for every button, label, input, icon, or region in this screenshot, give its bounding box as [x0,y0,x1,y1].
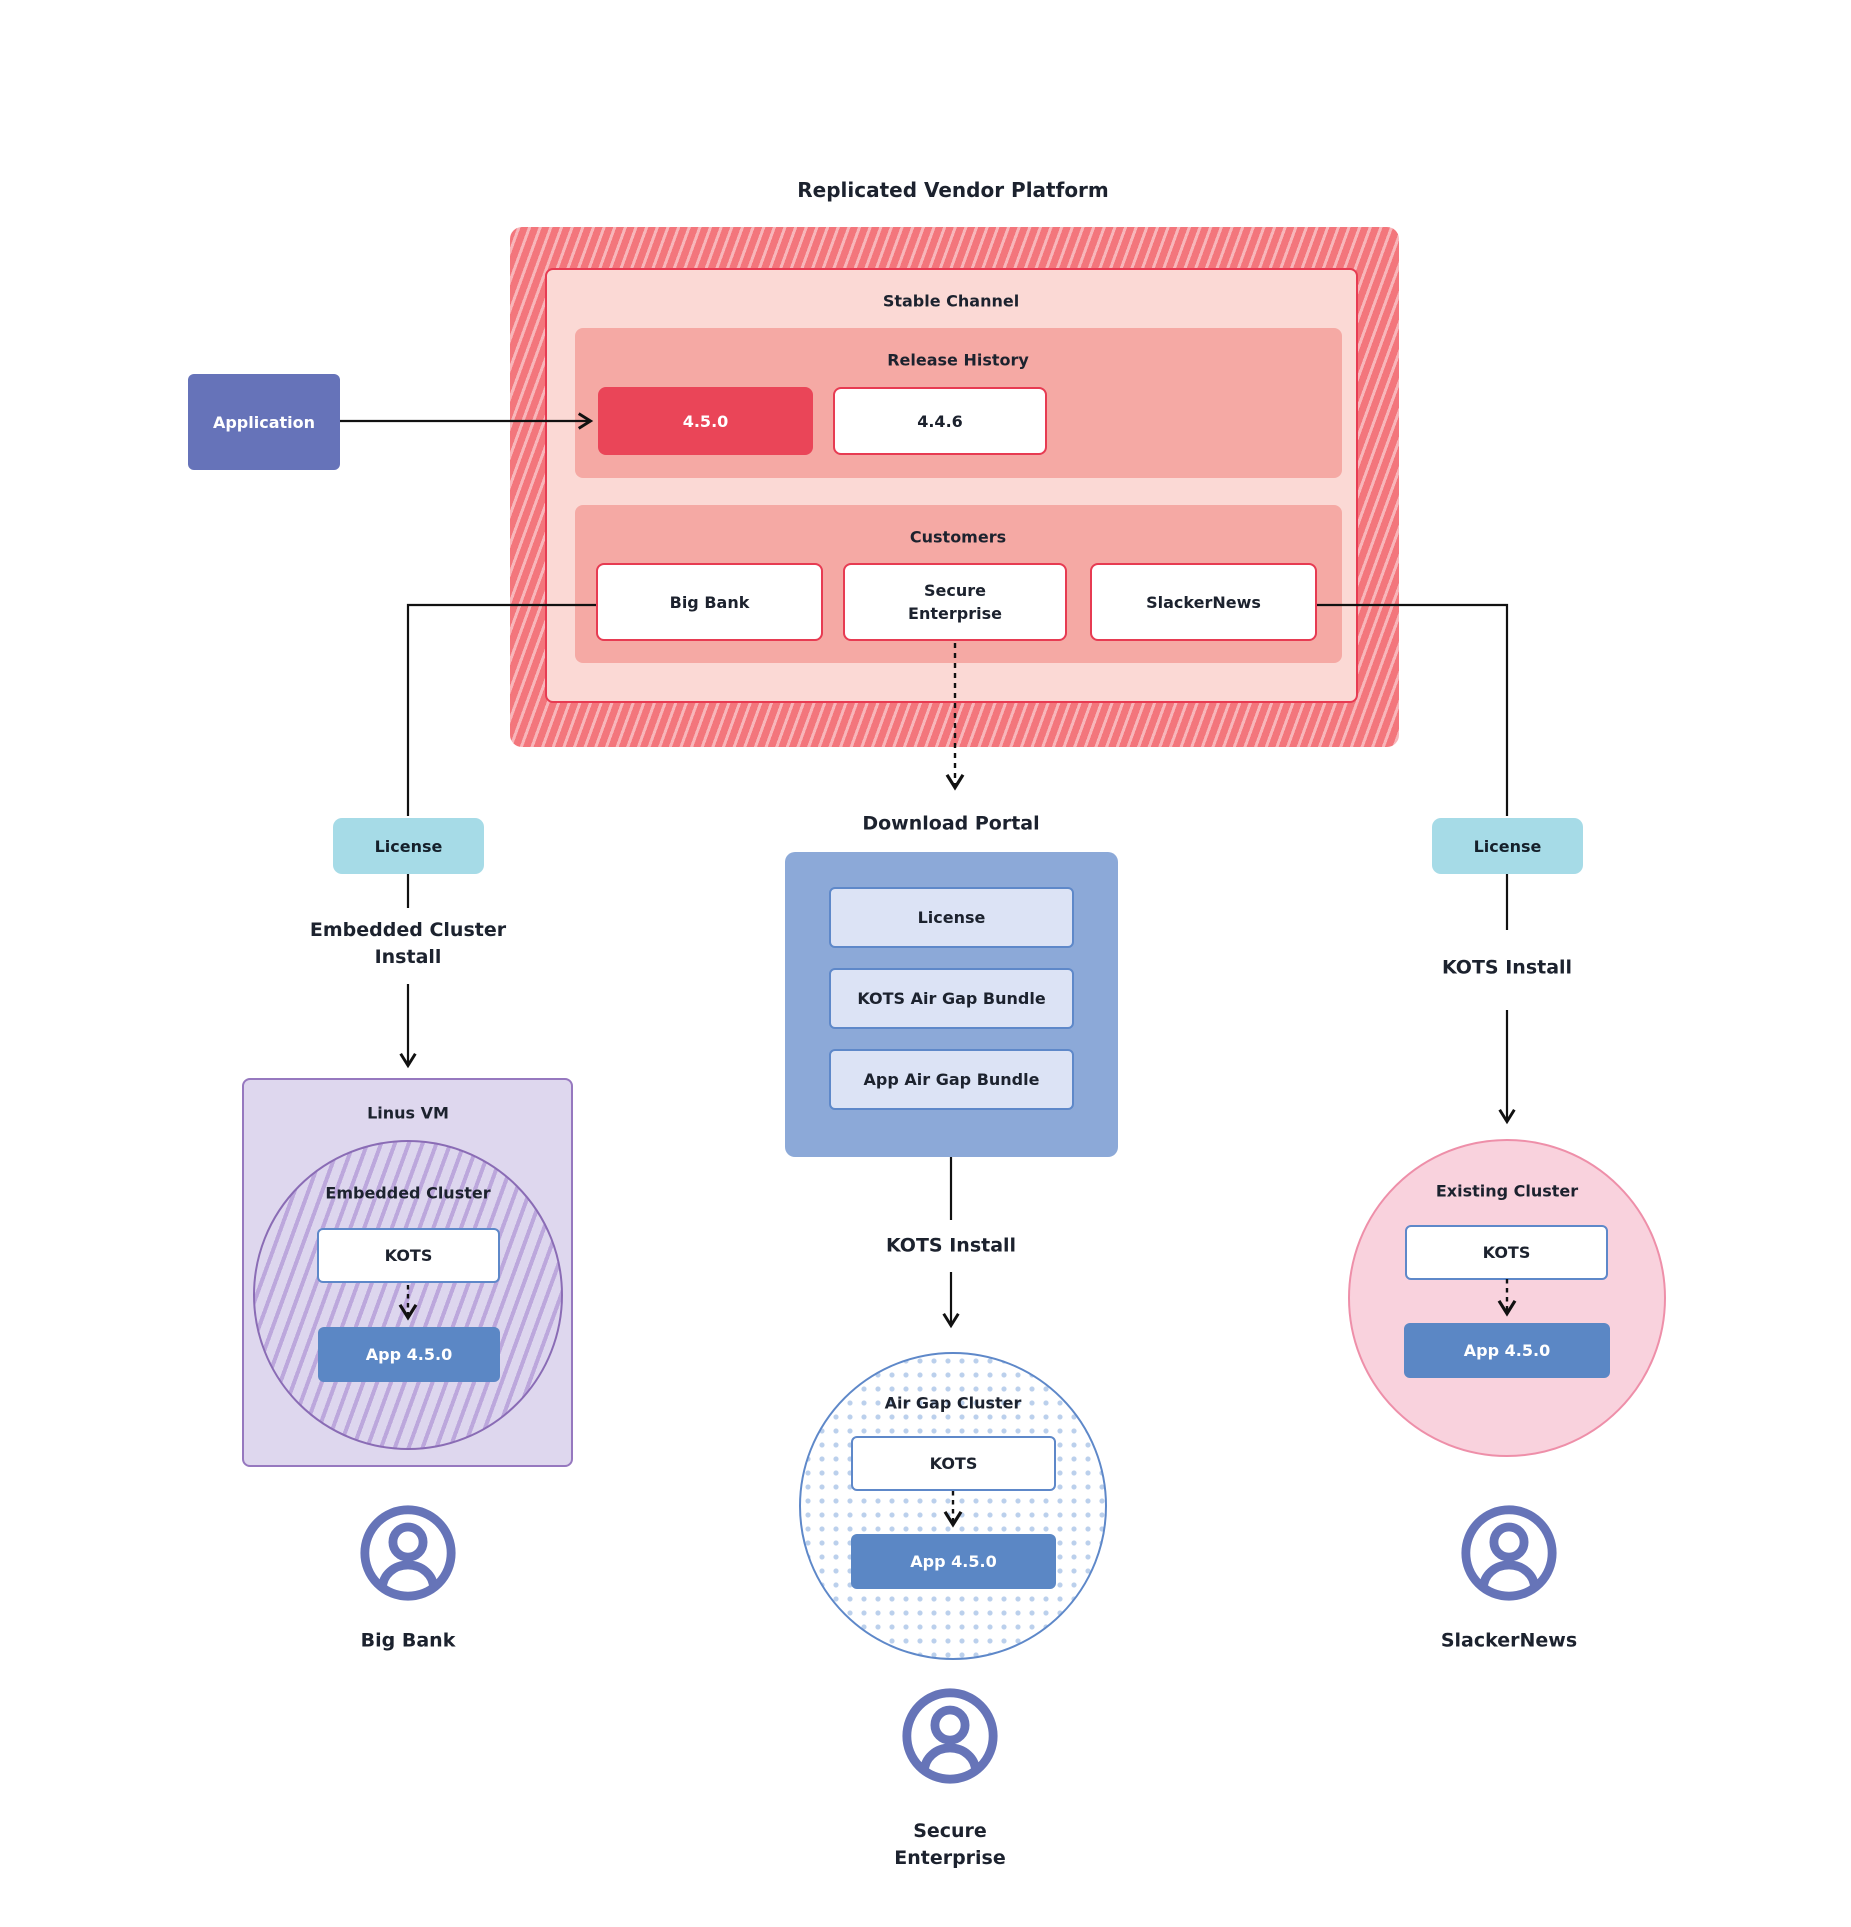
customer-secure-enterprise-label: Secure Enterprise [908,581,1002,623]
slackernews-user-label: SlackerNews [1440,1629,1578,1652]
page-title: Replicated Vendor Platform [797,178,1109,202]
customer-big-bank: Big Bank [596,563,823,641]
secure-enterprise-user-label: Secure Enterprise [894,1820,1006,1869]
kots-box-embedded: KOTS [317,1228,500,1283]
app-box-airgap: App 4.5.0 [851,1534,1056,1589]
kots-install-label-middle: KOTS Install [885,1234,1017,1257]
release-history-label: Release History [887,350,1029,370]
stable-channel-label: Stable Channel [882,291,1020,311]
existing-cluster-label: Existing Cluster [1435,1181,1579,1201]
customers-label: Customers [909,527,1007,547]
release-4-5-0: 4.5.0 [598,387,813,455]
linus-vm-label: Linus VM [367,1103,449,1123]
app-box-embedded: App 4.5.0 [318,1327,500,1382]
download-portal-label: Download Portal [862,812,1040,835]
kots-box-existing: KOTS [1405,1225,1608,1280]
big-bank-user-icon [356,1501,460,1605]
portal-item-kots-airgap-bundle: KOTS Air Gap Bundle [829,968,1074,1029]
embedded-cluster-install-label: Embedded Cluster Install [309,919,507,968]
customer-slackernews: SlackerNews [1090,563,1317,641]
app-box-existing: App 4.5.0 [1404,1323,1610,1378]
embedded-cluster-label: Embedded Cluster [325,1183,491,1203]
air-gap-cluster-label: Air Gap Cluster [884,1393,1022,1413]
application-box: Application [188,374,340,470]
license-chip-left: License [333,818,484,874]
customer-secure-enterprise: Secure Enterprise [843,563,1067,641]
portal-item-license: License [829,887,1074,948]
secure-enterprise-user-icon [898,1684,1002,1788]
portal-item-app-airgap-bundle: App Air Gap Bundle [829,1049,1074,1110]
kots-install-label-right: KOTS Install [1441,956,1573,979]
slackernews-user-icon [1457,1501,1561,1605]
big-bank-user-label: Big Bank [360,1629,456,1652]
release-4-4-6: 4.4.6 [833,387,1047,455]
kots-box-airgap: KOTS [851,1436,1056,1491]
air-gap-cluster-circle [799,1352,1107,1660]
license-chip-right: License [1432,818,1583,874]
